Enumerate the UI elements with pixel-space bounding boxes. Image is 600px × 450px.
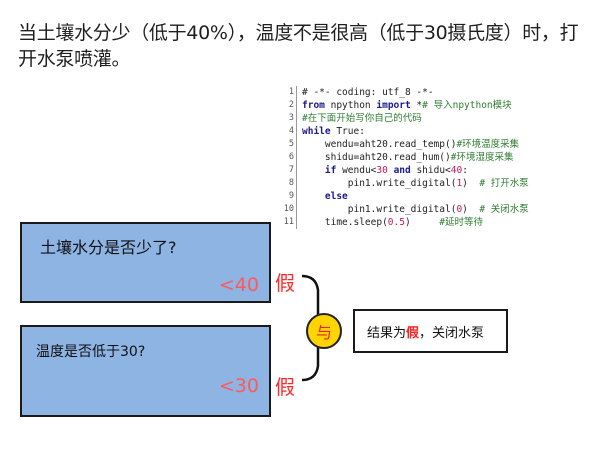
- result-box: 结果为假，关闭水泵: [353, 309, 508, 353]
- code-token-num1: 1: [456, 178, 463, 189]
- line-number: 7: [288, 165, 294, 175]
- temperature-box: 温度是否低于30? <30: [20, 325, 271, 417]
- code-token-t1: pin1.write_digital(: [302, 204, 457, 215]
- code-token-comment: # 关闭水泵: [479, 204, 529, 215]
- code-token-kw2: import: [376, 100, 411, 111]
- page-heading: 当土壤水分少（低于40%），温度不是很高（低于30摄氏度）时，打开水泵喷灌。: [18, 22, 579, 70]
- code-line: 3 #在下面开始写你自己的代码: [282, 112, 582, 125]
- gutter-marker: [296, 190, 297, 203]
- code-line: 11 time.sleep(0.5) #延时等待: [282, 216, 582, 229]
- code-token-t2: ): [462, 204, 480, 215]
- code-token-kw1: while: [302, 126, 331, 137]
- gutter-marker: [296, 138, 297, 151]
- code-text: time.sleep(0.5) #延时等待: [302, 216, 483, 229]
- code-token-t2: ): [462, 178, 480, 189]
- gutter-marker: [296, 216, 297, 229]
- soil-condition: <40: [218, 274, 259, 296]
- code-text: pin1.write_digital(0) # 关闭水泵: [302, 203, 529, 216]
- code-token-comment: #环境湿度采集: [450, 152, 514, 163]
- code-line: 5 wendu=aht20.read_temp()#环境温度采集: [282, 138, 582, 151]
- code-token-pre: [302, 165, 325, 176]
- code-text: pin1.write_digital(1) # 打开水泵: [302, 177, 529, 190]
- code-token-t3: :: [462, 165, 468, 176]
- code-text: shidu=aht20.read_hum()#环境湿度采集: [302, 151, 514, 164]
- code-token-comment: # 导入npython模块: [422, 100, 512, 111]
- code-text: else: [302, 190, 348, 203]
- temperature-answer: 假: [275, 375, 295, 399]
- code-token-num2: 40: [450, 165, 463, 176]
- gutter-marker: [296, 164, 297, 177]
- code-token-t1: pin1.write_digital(: [302, 178, 457, 189]
- code-token-text: # -*- coding: utf_8 -*-: [302, 87, 434, 98]
- result-suffix: ，关闭水泵: [419, 325, 485, 341]
- code-token-t1: True:: [330, 126, 365, 137]
- code-line: 4 while True:: [282, 125, 582, 138]
- code-text: from npython import *# 导入npython模块: [302, 99, 512, 112]
- code-line: 1 # -*- coding: utf_8 -*-: [282, 86, 582, 99]
- code-token-num1: 0.5: [387, 217, 405, 228]
- gutter-marker: [296, 112, 297, 125]
- code-token-t2: shidu<: [410, 165, 451, 176]
- soil-answer: 假: [275, 271, 295, 295]
- code-token-comment: #延时等待: [439, 217, 484, 228]
- code-token-t1: wendu<: [336, 165, 377, 176]
- code-line: 8 pin1.write_digital(1) # 打开水泵: [282, 177, 582, 190]
- line-number: 1: [288, 87, 294, 97]
- line-number: 4: [288, 126, 294, 136]
- code-text: while True:: [302, 125, 365, 138]
- code-line: 9 else: [282, 190, 582, 203]
- gutter-marker: [296, 125, 297, 138]
- gutter-marker: [296, 151, 297, 164]
- code-token-kw2: and: [387, 165, 411, 176]
- line-number: 3: [288, 113, 294, 123]
- line-number: 9: [288, 191, 294, 201]
- code-token-comment: #在下面开始写你自己的代码: [302, 113, 422, 124]
- code-text: if wendu<30 and shidu<40:: [302, 164, 468, 177]
- code-line: 2 from npython import *# 导入npython模块: [282, 99, 582, 112]
- code-token-pre: [302, 191, 325, 202]
- code-text: #在下面开始写你自己的代码: [302, 112, 422, 125]
- code-token-comment: #环境温度采集: [456, 139, 520, 150]
- soil-moisture-box: 土壤水分是否少了? <40: [20, 222, 271, 303]
- code-token-comment: # 打开水泵: [479, 178, 529, 189]
- code-token-kw1: from: [302, 100, 325, 111]
- line-number: 11: [283, 217, 294, 227]
- code-token-t1: time.sleep(: [302, 217, 388, 228]
- code-text: # -*- coding: utf_8 -*-: [302, 86, 434, 99]
- code-token-num1: 0: [456, 204, 463, 215]
- line-number: 6: [288, 152, 294, 162]
- code-token-t1: wendu=aht20.read_temp(): [302, 139, 457, 150]
- line-number: 2: [288, 100, 294, 110]
- code-line: 10 pin1.write_digital(0) # 关闭水泵: [282, 203, 582, 216]
- code-token-t1: shidu=aht20.read_hum(): [302, 152, 451, 163]
- code-editor: 1 # -*- coding: utf_8 -*- 2 from npython im…: [282, 86, 582, 234]
- result-prefix: 结果为: [367, 325, 407, 341]
- gutter-marker: [296, 177, 297, 190]
- code-line: 6 shidu=aht20.read_hum()#环境湿度采集: [282, 151, 582, 164]
- gutter-marker: [296, 99, 297, 112]
- code-line: 7 if wendu<30 and shidu<40:: [282, 164, 582, 177]
- code-token-num1: 30: [376, 165, 388, 176]
- temperature-question: 温度是否低于30?: [36, 344, 146, 360]
- line-number: 5: [288, 139, 294, 149]
- code-token-kw1: else: [324, 191, 348, 202]
- temperature-condition: <30: [218, 375, 259, 397]
- soil-question: 土壤水分是否少了?: [40, 238, 177, 257]
- code-token-kw1: if: [324, 165, 337, 176]
- and-operator: 与: [306, 313, 342, 349]
- line-number: 10: [283, 204, 294, 214]
- result-highlight: 假: [406, 325, 420, 341]
- gutter-marker: [296, 86, 297, 99]
- gutter-marker: [296, 203, 297, 216]
- line-number: 8: [288, 178, 294, 188]
- code-token-t2: ): [404, 217, 440, 228]
- code-token-t2: *: [410, 100, 423, 111]
- code-token-t1: npython: [324, 100, 377, 111]
- code-text: wendu=aht20.read_temp()#环境温度采集: [302, 138, 519, 151]
